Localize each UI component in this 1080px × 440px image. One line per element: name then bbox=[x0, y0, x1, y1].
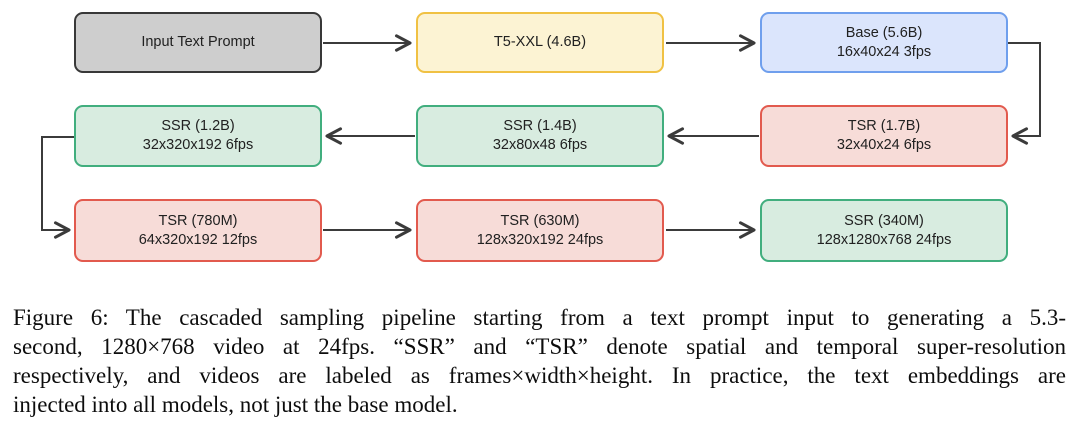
caption-line-3: respectively, and videos are labeled as … bbox=[13, 363, 1066, 388]
arrow-base-to-tsr17 bbox=[1008, 42, 1041, 145]
box-title: T5-XXL (4.6B) bbox=[493, 34, 587, 50]
box-title: SSR (340M) bbox=[844, 212, 924, 229]
box-ssr-340m: SSR (340M) 128x1280x768 24fps bbox=[760, 199, 1008, 262]
box-title: Base (5.6B) bbox=[845, 24, 923, 41]
box-input-text-prompt: Input Text Prompt bbox=[74, 12, 322, 73]
box-subtitle: 32x40x24 6fps bbox=[836, 137, 932, 153]
box-subtitle: 64x320x192 12fps bbox=[138, 231, 258, 248]
box-tsr-630m: TSR (630M) 128x320x192 24fps bbox=[416, 199, 664, 262]
box-tsr-1-7b: TSR (1.7B) 32x40x24 6fps bbox=[760, 105, 1008, 167]
box-subtitle: 32x80x48 6fps bbox=[492, 137, 588, 153]
box-base-5-6b: Base (5.6B) 16x40x24 3fps bbox=[760, 12, 1008, 73]
box-ssr-1-2b: SSR (1.2B) 32x320x192 6fps bbox=[74, 105, 322, 167]
box-t5-xxl: T5-XXL (4.6B) bbox=[416, 12, 664, 73]
box-subtitle: 128x320x192 24fps bbox=[476, 231, 604, 248]
box-tsr-780m: TSR (780M) 64x320x192 12fps bbox=[74, 199, 322, 262]
caption-line-1: Figure 6: The cascaded sampling pipeline… bbox=[13, 305, 1066, 330]
box-ssr-1-4b: SSR (1.4B) 32x80x48 6fps bbox=[416, 105, 664, 167]
box-subtitle: 16x40x24 3fps bbox=[836, 43, 932, 60]
box-title: TSR (780M) bbox=[158, 212, 238, 229]
box-subtitle: 128x1280x768 24fps bbox=[816, 231, 952, 248]
arrow-ssr12-to-tsr780 bbox=[41, 136, 74, 239]
box-title: SSR (1.4B) bbox=[503, 118, 577, 134]
box-title: TSR (630M) bbox=[500, 212, 580, 229]
box-title: SSR (1.2B) bbox=[161, 118, 235, 134]
pipeline-diagram: Input Text Prompt T5-XXL (4.6B) Base (5.… bbox=[41, 12, 1041, 262]
box-title: Input Text Prompt bbox=[141, 34, 255, 50]
box-title: TSR (1.7B) bbox=[847, 118, 921, 134]
box-subtitle: 32x320x192 6fps bbox=[142, 137, 254, 153]
caption-line-4: injected into all models, not just the b… bbox=[13, 392, 458, 417]
figure-caption: Figure 6: The cascaded sampling pipeline… bbox=[0, 303, 1080, 419]
caption-line-2: second, 1280×768 video at 24fps. “SSR” a… bbox=[13, 334, 1066, 359]
